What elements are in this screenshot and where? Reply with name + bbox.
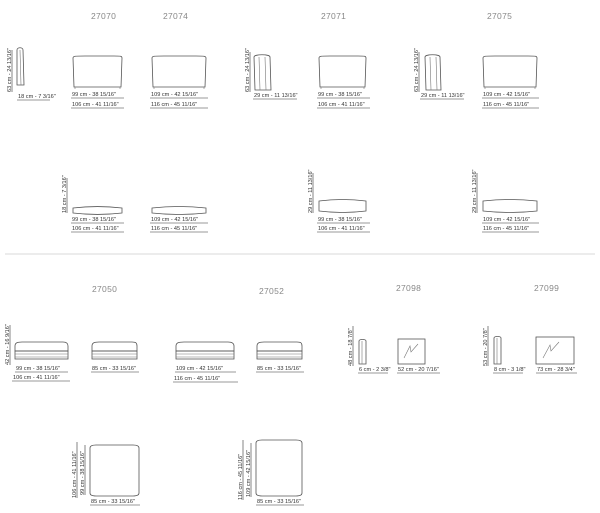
code-27099: 27099 — [534, 283, 559, 293]
cushion-side-profile-27075 — [424, 54, 442, 91]
dim-width-27052: 109 cm - 42 15/16" — [176, 366, 223, 372]
dim-depth-27070: 18 cm - 7 3/16" — [18, 94, 56, 100]
dim-depth-27098: 6 cm - 2 3/8" — [359, 367, 391, 373]
dim-width-27074: 109 cm - 42 15/16" — [151, 92, 198, 98]
code-27074: 27074 — [163, 11, 188, 21]
dim-plan-overall-27052: 116 cm - 45 11/16" — [238, 454, 244, 500]
ottoman-front-27050 — [14, 341, 69, 360]
code-27052: 27052 — [259, 286, 284, 296]
ottoman-side-27052 — [256, 341, 303, 360]
dim-width-27098: 52 cm - 20 7/16" — [398, 367, 439, 373]
ottoman-plan-27050 — [89, 444, 140, 497]
cushion-front-27075 — [482, 55, 538, 88]
dim-overall-27075: 116 cm - 45 11/16" — [483, 102, 529, 108]
dim-plan-length-27050: 99 cm - 38 15/16" — [80, 451, 86, 495]
dim-height-flat-27075: 29 cm - 11 13/16" — [472, 169, 478, 213]
code-27050: 27050 — [92, 284, 117, 294]
dim-depth-27052: 85 cm - 33 15/16" — [257, 366, 301, 372]
cushion-front-27074 — [151, 55, 207, 88]
cushion-front-27071 — [318, 55, 367, 88]
dim-overall-flat-27071: 106 cm - 41 11/16" — [318, 226, 365, 232]
dim-height-27070: 63 cm - 24 13/16" — [7, 48, 13, 92]
dim-width-27070: 99 cm - 38 15/16" — [72, 92, 116, 98]
dim-width-27050: 99 cm - 38 15/16" — [16, 366, 60, 372]
code-27071: 27071 — [321, 11, 346, 21]
cushion-flat-27075 — [482, 199, 538, 213]
dim-plan-width-27050: 85 cm - 33 15/16" — [91, 499, 135, 505]
dim-overall-27070: 106 cm - 41 11/16" — [72, 102, 119, 108]
dim-overall-27074: 116 cm - 45 11/16" — [151, 102, 197, 108]
dim-width-27099: 73 cm - 28 3/4" — [537, 367, 575, 373]
code-27098: 27098 — [396, 283, 421, 293]
dim-overall-flat-27070: 106 cm - 41 11/16" — [72, 226, 119, 232]
dim-overall-27050: 106 cm - 41 11/16" — [13, 375, 60, 381]
cushion-side-profile-27071 — [253, 54, 272, 91]
ottoman-front-27052 — [175, 341, 235, 360]
dim-plan-overall-27050: 106 cm - 41 11/16" — [72, 451, 78, 498]
ottoman-plan-27052 — [255, 439, 303, 497]
dim-overall-flat-27074: 116 cm - 45 11/16" — [151, 226, 197, 232]
dim-depth-27050: 85 cm - 33 15/16" — [92, 366, 136, 372]
dim-width-flat-27075: 109 cm - 42 15/16" — [483, 217, 530, 223]
dim-height-27098: 48 cm - 18 7/8" — [348, 328, 354, 366]
dim-height-27075: 63 cm - 24 13/16" — [414, 48, 420, 92]
dim-width-27071: 99 cm - 38 15/16" — [318, 92, 362, 98]
code-27075: 27075 — [487, 11, 512, 21]
dim-height-flat-27070: 18 cm - 7 3/16" — [62, 175, 68, 213]
signature-mark-27099 — [542, 341, 560, 359]
dim-plan-length-27052: 109 cm - 42 15/16" — [246, 450, 252, 497]
dim-height-27099: 53 cm - 20 7/8" — [483, 328, 489, 366]
cushion-front-27070 — [72, 55, 123, 88]
dim-height-27050: 42 cm - 16 9/16" — [5, 324, 11, 365]
dim-height-27071: 63 cm - 24 13/16" — [245, 48, 251, 92]
dim-overall-27071: 106 cm - 41 11/16" — [318, 102, 365, 108]
cushion-flat-27071 — [318, 199, 367, 213]
dim-plan-width-27052: 85 cm - 33 15/16" — [257, 499, 301, 505]
cushion-flat-27074 — [151, 206, 207, 215]
dim-depth-27075: 29 cm - 11 13/16" — [421, 93, 465, 99]
panel-front-27098 — [397, 338, 426, 365]
dim-overall-27052: 116 cm - 45 11/16" — [174, 376, 220, 382]
panel-side-27099 — [493, 336, 502, 365]
dim-width-flat-27070: 99 cm - 38 15/16" — [72, 217, 116, 223]
dim-depth-27099: 8 cm - 3 1/8" — [494, 367, 526, 373]
signature-mark-27098 — [403, 343, 419, 359]
dim-depth-27071: 29 cm - 11 13/16" — [254, 93, 298, 99]
ottoman-side-27050 — [91, 341, 138, 360]
dim-width-27075: 109 cm - 42 15/16" — [483, 92, 530, 98]
panel-side-27098 — [358, 339, 367, 365]
dim-width-flat-27071: 99 cm - 38 15/16" — [318, 217, 362, 223]
code-27070: 27070 — [91, 11, 116, 21]
panel-front-27099 — [535, 336, 575, 365]
dim-width-flat-27074: 109 cm - 42 15/16" — [151, 217, 198, 223]
dim-overall-flat-27075: 116 cm - 45 11/16" — [483, 226, 529, 232]
dim-height-flat-27071: 29 cm - 11 13/16" — [308, 169, 314, 213]
cushion-flat-27070 — [72, 206, 123, 215]
cushion-side-profile-27070 — [16, 47, 25, 86]
